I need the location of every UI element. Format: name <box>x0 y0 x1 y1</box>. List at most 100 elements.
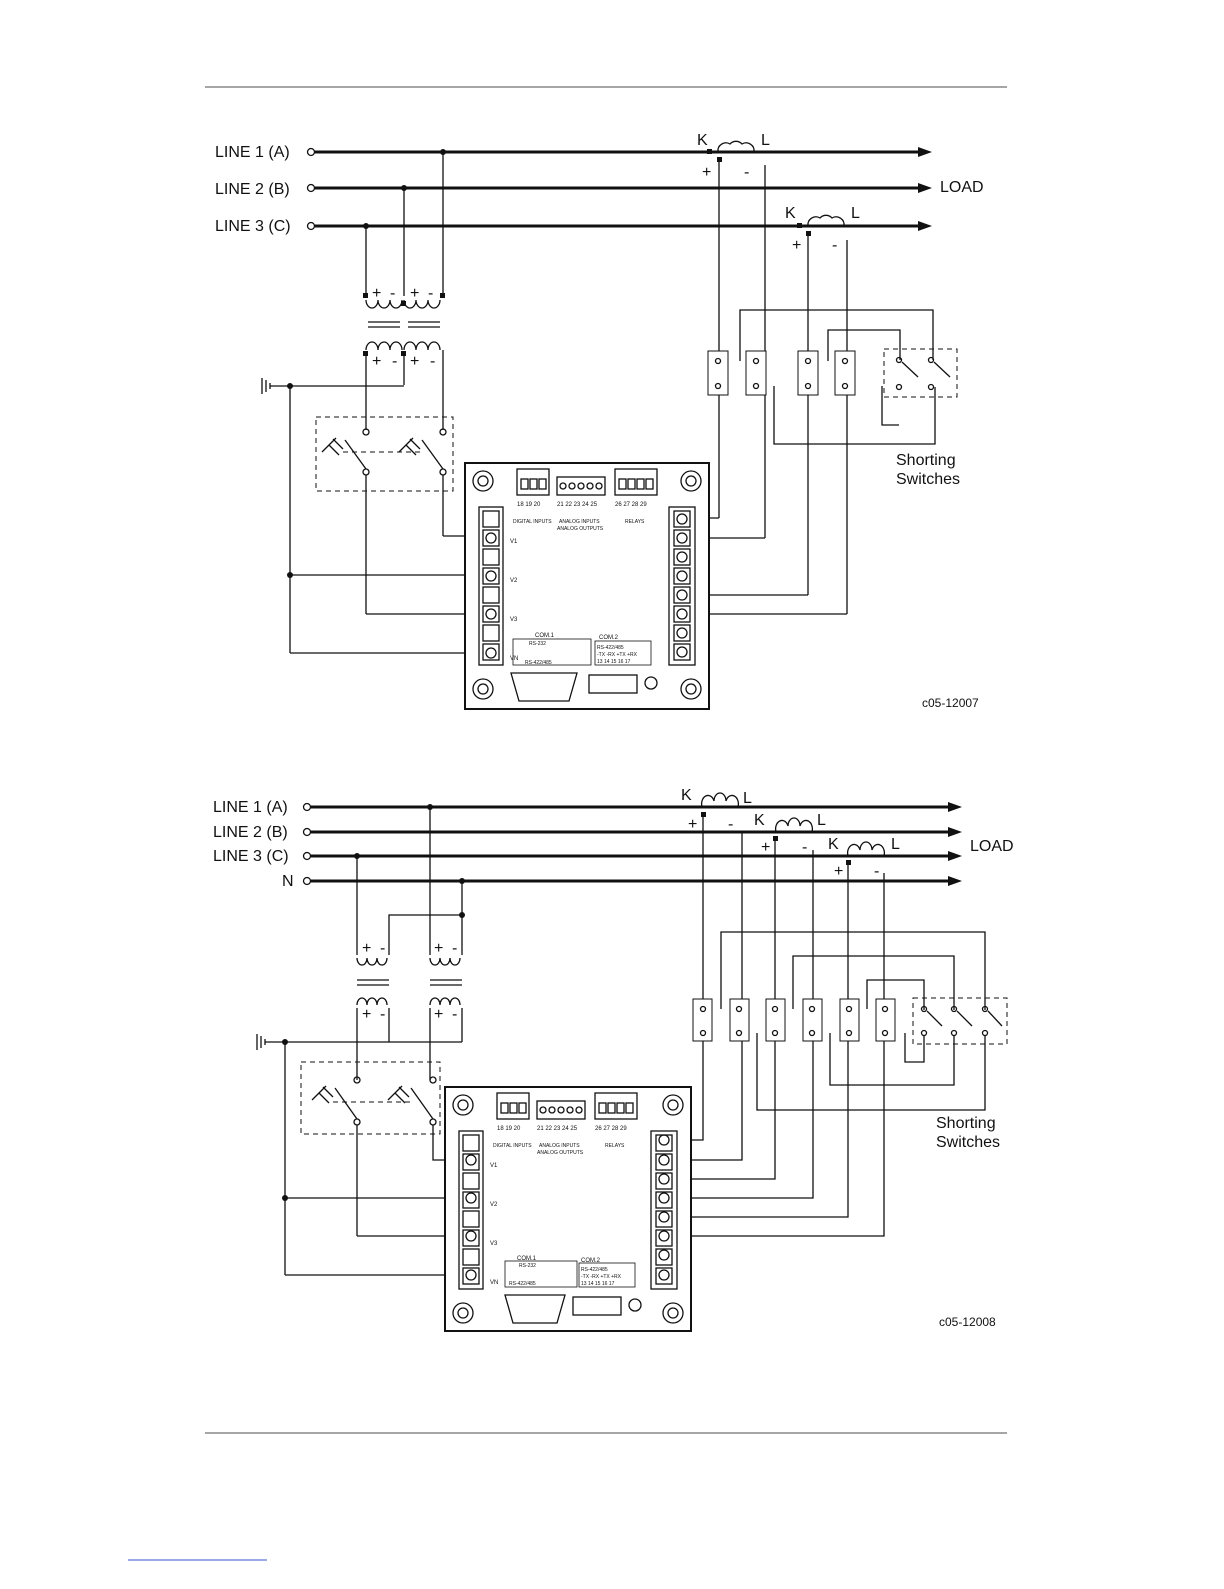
b-ct1-k: K <box>681 787 692 804</box>
b-dev-com1: COM.1 <box>517 1256 537 1262</box>
ground-symbol-top <box>261 378 404 394</box>
pt1-minus: - <box>390 285 395 302</box>
b-line2-label: LINE 2 (B) <box>213 824 288 841</box>
dev-v1: V1 <box>510 539 518 545</box>
ct-line3: K L + - <box>785 205 860 254</box>
b-ct-line3: K L + - <box>828 836 900 880</box>
diagram-top: LINE 1 (A) LINE 2 (B) LINE 3 (C) LOAD K … <box>215 132 984 710</box>
pt2s-minus: - <box>430 353 435 370</box>
ground-symbol-bottom <box>256 1034 462 1050</box>
b-dev-com2-sig: -TX -RX +TX +RX <box>581 1274 622 1280</box>
b-ct3-plus: + <box>834 863 843 880</box>
pt-disconnect-switches-bottom <box>300 1061 441 1135</box>
line3-label: LINE 3 (C) <box>215 218 291 235</box>
ct3-k-label: K <box>785 205 796 222</box>
pt-disconnect-switches-top <box>315 416 454 492</box>
line2-label: LINE 2 (B) <box>215 181 290 198</box>
pt1s-minus: - <box>392 353 397 370</box>
ct1-plus: + <box>702 164 711 181</box>
dev-top-num-right: 26 27 28 29 <box>615 502 647 508</box>
b-dev-com2: COM.2 <box>581 1258 601 1264</box>
ct3-l-label: L <box>851 205 860 222</box>
b-pt1s-minus: - <box>380 1006 385 1023</box>
b-dev-top-num-mid: 21 22 23 24 25 <box>537 1126 578 1132</box>
b-dev-com2-rs422: RS-422/485 <box>581 1267 608 1273</box>
meter-device-top: 18 19 20 21 22 23 24 25 26 27 28 29 DIGI… <box>464 462 710 710</box>
ct-line1: K L + - <box>697 132 770 181</box>
dev-top-num-mid: 21 22 23 24 25 <box>557 502 598 508</box>
b-ct1-plus: + <box>688 816 697 833</box>
b-dev-com2-pins: 13 14 15 16 17 <box>581 1281 615 1287</box>
dev-v3: V3 <box>510 617 518 623</box>
b-dev-digital-inputs: DIGITAL INPUTS <box>493 1143 532 1149</box>
load-label: LOAD <box>940 179 984 196</box>
shorting-switches-label-1: Shorting <box>896 452 956 469</box>
shorting-blocks-bottom <box>692 998 896 1042</box>
dev-com2-rs422: RS-422/485 <box>597 645 624 651</box>
dev-com1: COM.1 <box>535 633 555 639</box>
b-line3-label: LINE 3 (C) <box>213 848 289 865</box>
ct3-plus: + <box>792 237 801 254</box>
pt-transformers: + - + - + - + - <box>363 285 445 370</box>
b-load-label: LOAD <box>970 838 1014 855</box>
b-dev-top-num-left: 18 19 20 <box>497 1126 521 1132</box>
figure-code-bottom: c05-12008 <box>939 1315 996 1329</box>
ct1-l-label: L <box>761 132 770 149</box>
shorting-blocks-top <box>707 350 856 396</box>
b-ct2-minus: - <box>802 839 807 856</box>
b-pt2s-plus: + <box>434 1006 443 1023</box>
dev-com2-sig: -TX -RX +TX +RX <box>597 652 638 658</box>
b-dev-v2: V2 <box>490 1202 498 1208</box>
b-ct-line1: K L + - <box>681 787 752 833</box>
b-dev-rs232: RS-232 <box>519 1263 536 1269</box>
pt2-plus: + <box>410 285 419 302</box>
b-pt2s-minus: - <box>452 1006 457 1023</box>
ct1-minus: - <box>744 164 749 181</box>
shorting-switches-label-2: Switches <box>896 471 960 488</box>
dev-vn: VN <box>510 656 518 662</box>
pt2s-plus: + <box>410 353 419 370</box>
b-neutral-label: N <box>282 873 294 890</box>
ct3-minus: - <box>832 237 837 254</box>
b-dev-analog-outputs: ANALOG OUTPUTS <box>537 1150 584 1156</box>
b-dev-rs422: RS-422/485 <box>509 1281 536 1287</box>
b-dev-top-num-right: 26 27 28 29 <box>595 1126 627 1132</box>
b-line1-label: LINE 1 (A) <box>213 799 288 816</box>
dev-rs422: RS-422/485 <box>525 660 552 666</box>
dev-top-num-left: 18 19 20 <box>517 502 541 508</box>
dev-relays: RELAYS <box>625 519 645 525</box>
diagram-bottom: LINE 1 (A) LINE 2 (B) LINE 3 (C) N LOAD … <box>213 787 1014 1332</box>
pt1s-plus: + <box>372 353 381 370</box>
b-ct2-l: L <box>817 812 826 829</box>
dev-v2: V2 <box>510 578 518 584</box>
pt1-plus: + <box>372 285 381 302</box>
b-shorting-switches-label-1: Shorting <box>936 1115 996 1132</box>
b-pt1s-plus: + <box>362 1006 371 1023</box>
shorting-switch-bottom <box>912 997 1008 1045</box>
dev-com2: COM.2 <box>599 635 619 641</box>
b-pt1-minus: - <box>380 940 385 957</box>
dev-analog-outputs: ANALOG OUTPUTS <box>557 526 604 532</box>
b-ct2-plus: + <box>761 839 770 856</box>
shorting-switch-top <box>883 348 958 398</box>
b-pt2-plus: + <box>434 940 443 957</box>
ct1-k-label: K <box>697 132 708 149</box>
b-pt2-minus: - <box>452 940 457 957</box>
b-pt-transformers: + - + - + - + - <box>356 940 462 1023</box>
meter-device-bottom: 18 19 20 21 22 23 24 25 26 27 28 29 DIGI… <box>444 1086 692 1332</box>
b-ct1-l: L <box>743 790 752 807</box>
b-dev-v1: V1 <box>490 1163 498 1169</box>
b-ct-line2: K L + - <box>754 812 826 856</box>
b-shorting-switches-label-2: Switches <box>936 1134 1000 1151</box>
dev-com2-pins: 13 14 15 16 17 <box>597 659 631 665</box>
b-ct1-minus: - <box>728 816 733 833</box>
dev-analog-inputs: ANALOG INPUTS <box>559 519 600 525</box>
b-dev-relays: RELAYS <box>605 1143 625 1149</box>
b-pt1-plus: + <box>362 940 371 957</box>
dev-digital-inputs: DIGITAL INPUTS <box>513 519 552 525</box>
b-ct3-minus: - <box>874 863 879 880</box>
dev-rs232: RS-232 <box>529 641 546 647</box>
b-dev-v3: V3 <box>490 1241 498 1247</box>
figure-code-top: c05-12007 <box>922 696 979 710</box>
